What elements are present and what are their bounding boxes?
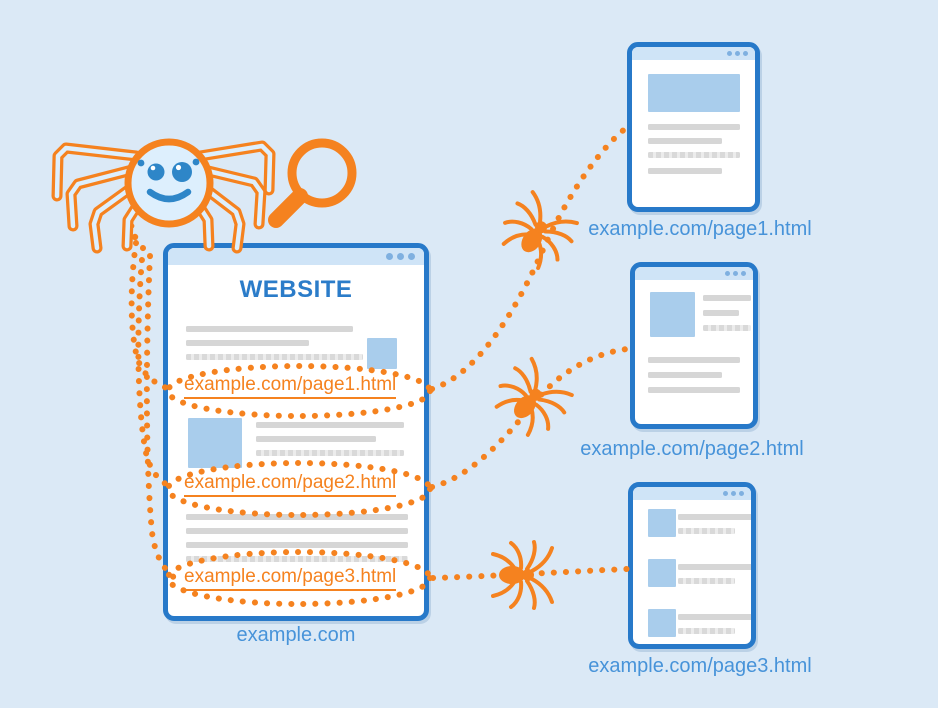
spider-smile — [146, 188, 192, 203]
spider-eye-icon — [192, 158, 200, 166]
text-placeholder — [648, 152, 740, 158]
spider-icon — [485, 352, 579, 445]
text-placeholder — [648, 357, 740, 363]
text-placeholder — [256, 436, 376, 442]
text-placeholder — [678, 514, 751, 520]
text-placeholder — [678, 578, 735, 584]
crawl-path-page3 — [430, 566, 630, 581]
spider-eye-icon — [137, 159, 145, 167]
image-placeholder — [188, 418, 242, 468]
window-dot-icon — [733, 271, 738, 276]
crawl-path-page1 — [429, 125, 629, 392]
magnifying-glass-icon — [268, 138, 357, 228]
text-placeholder — [256, 422, 404, 428]
text-placeholder — [703, 325, 751, 331]
text-placeholder — [648, 387, 740, 393]
window-dot-icon — [739, 491, 744, 496]
window-titlebar — [633, 487, 751, 500]
window-titlebar — [168, 248, 424, 265]
text-placeholder — [186, 354, 363, 360]
spider-eye-icon — [147, 163, 165, 181]
window-dot-icon — [408, 253, 415, 260]
spider-eye-icon — [172, 162, 192, 182]
window-dot-icon — [741, 271, 746, 276]
page3-window — [628, 482, 756, 649]
spider-icon — [51, 138, 276, 254]
text-placeholder — [678, 564, 751, 570]
window-titlebar — [635, 267, 753, 280]
window-dot-icon — [743, 51, 748, 56]
text-placeholder — [648, 138, 722, 144]
page3-caption: example.com/page3.html — [588, 655, 812, 677]
image-placeholder — [650, 292, 695, 337]
text-placeholder — [648, 124, 740, 130]
text-placeholder — [186, 542, 408, 548]
page1-caption: example.com/page1.html — [588, 218, 812, 240]
spider-icon — [491, 540, 554, 610]
text-placeholder — [256, 450, 404, 456]
window-dot-icon — [725, 271, 730, 276]
text-placeholder — [186, 514, 408, 520]
text-placeholder — [703, 310, 739, 316]
page2-caption: example.com/page2.html — [580, 438, 804, 460]
main-website-window: WEBSITE example.com/page1.html example.c… — [163, 243, 429, 621]
main-site-caption: example.com — [236, 624, 356, 646]
image-placeholder — [648, 74, 740, 112]
image-placeholder — [648, 559, 676, 587]
link-page2[interactable]: example.com/page2.html — [184, 472, 397, 497]
page2-window — [630, 262, 758, 429]
text-placeholder — [186, 528, 408, 534]
window-dot-icon — [731, 491, 736, 496]
crawl-path-page2 — [429, 346, 630, 490]
text-placeholder — [186, 340, 309, 346]
image-placeholder — [648, 609, 676, 637]
text-placeholder — [648, 372, 722, 378]
image-placeholder — [367, 338, 397, 369]
text-placeholder — [648, 168, 722, 174]
window-titlebar — [632, 47, 755, 60]
text-placeholder — [678, 628, 735, 634]
window-dot-icon — [397, 253, 404, 260]
text-placeholder — [186, 556, 408, 562]
text-placeholder — [678, 528, 735, 534]
page1-window — [627, 42, 760, 212]
text-placeholder — [678, 614, 751, 620]
window-dot-icon — [386, 253, 393, 260]
text-placeholder — [186, 326, 353, 332]
link-page1[interactable]: example.com/page1.html — [184, 374, 397, 399]
link-page3[interactable]: example.com/page3.html — [184, 566, 397, 591]
page-title: WEBSITE — [239, 276, 353, 303]
window-dot-icon — [735, 51, 740, 56]
window-dot-icon — [727, 51, 732, 56]
spider-icon — [491, 186, 584, 277]
image-placeholder — [648, 509, 676, 537]
text-placeholder — [703, 295, 751, 301]
window-dot-icon — [723, 491, 728, 496]
